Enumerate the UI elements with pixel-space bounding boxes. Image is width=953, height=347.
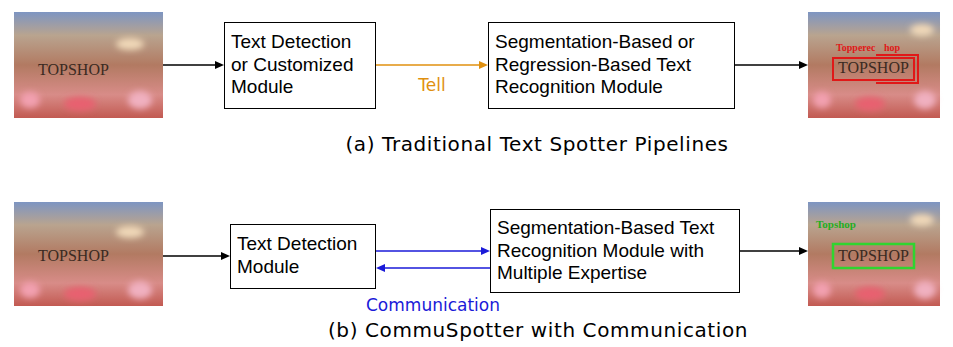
arrow-connector [376,61,488,69]
photo-bottom-left [14,202,163,306]
connector-line [735,64,800,65]
connector-line [163,64,216,65]
arrow-connector [163,61,224,69]
connector-line [740,250,800,251]
box-text: Text Detection or Customized Module [231,31,369,99]
edge-label: Tell [416,76,447,95]
arrowhead [481,247,490,255]
box-text: Segmentation-Based Text Recognition Modu… [497,217,733,285]
arrowhead [479,61,488,69]
prediction-label: Topperec [836,43,875,53]
process-box: Segmentation-Based Text Recognition Modu… [490,209,740,293]
connector-line [163,255,222,256]
box-text: Text Detection Module [237,233,369,279]
box-text: Segmentation-Based or Regression-Based T… [495,31,728,99]
photo-bottom-right [808,202,940,306]
figure-caption: (b) CommuSpotter with Communication [328,318,748,342]
connector-line [376,250,482,251]
arrowhead [376,264,385,272]
process-box: Text Detection Module [230,224,376,289]
figure-caption: (a) Traditional Text Spotter Pipelines [345,132,728,156]
arrow-connector [376,264,490,272]
connector-line [384,267,490,268]
photo-node: TopshopTOPSHOP [808,202,940,306]
photo-top-left [14,12,163,118]
prediction-label: Topshop [816,219,856,230]
arrowhead [799,61,808,69]
arrow-connector [740,247,808,255]
prediction-label: hop [884,43,900,53]
scene-text: TOPSHOP [38,62,109,78]
scene-text: TOPSHOP [38,248,109,264]
process-box: Segmentation-Based or Regression-Based T… [488,22,735,109]
edge-label: Communication [364,296,502,315]
connector-line [376,64,480,65]
scene-text: TOPSHOP [838,248,909,264]
arrow-connector [735,61,808,69]
scene-text: TOPSHOP [838,60,909,76]
photo-node: Topperec hopTOPSHOP [808,12,940,118]
photo-node: TOPSHOP [14,202,163,306]
photo-node: TOPSHOP [14,12,163,118]
arrowhead [221,252,230,260]
photo-top-right [808,12,940,118]
arrow-connector [376,247,490,255]
arrowhead [799,247,808,255]
arrowhead [215,61,224,69]
process-box: Text Detection or Customized Module [224,22,376,109]
arrow-connector [163,252,230,260]
